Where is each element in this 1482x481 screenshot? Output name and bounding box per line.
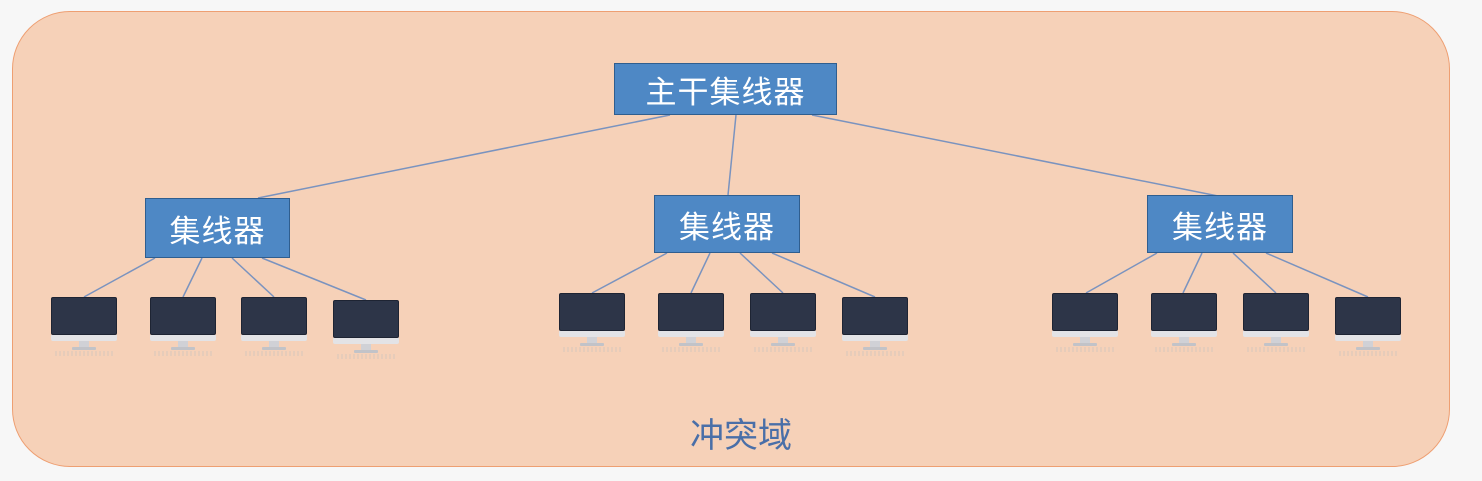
computer-icon: [1335, 297, 1401, 357]
backbone-hub: 主干集线器: [614, 63, 837, 115]
link-backbone-hub-2: [727, 114, 737, 196]
computer-icon: [150, 297, 216, 357]
link-backbone-hub-3: [811, 114, 1219, 197]
computer-icon: [658, 293, 724, 353]
collision-domain-label: 冲突域: [690, 416, 792, 456]
hub-3-label: 集线器: [1172, 209, 1268, 246]
hub-2: 集线器: [654, 195, 800, 253]
computer-icon: [750, 293, 816, 353]
computer-icon: [559, 293, 625, 353]
computer-icon: [1151, 293, 1217, 353]
computer-icon: [1052, 293, 1118, 353]
link-backbone-hub-1: [257, 114, 671, 199]
computer-icon: [51, 297, 117, 357]
backbone-hub-label: 主干集线器: [645, 74, 806, 111]
hub-1: 集线器: [145, 198, 290, 258]
hub-3: 集线器: [1147, 195, 1293, 253]
computer-icon: [842, 297, 908, 357]
computer-icon: [241, 297, 307, 357]
computer-icon: [333, 300, 399, 360]
computer-icon: [1243, 293, 1309, 353]
hub-2-label: 集线器: [679, 209, 775, 246]
hub-1-label: 集线器: [169, 213, 266, 250]
